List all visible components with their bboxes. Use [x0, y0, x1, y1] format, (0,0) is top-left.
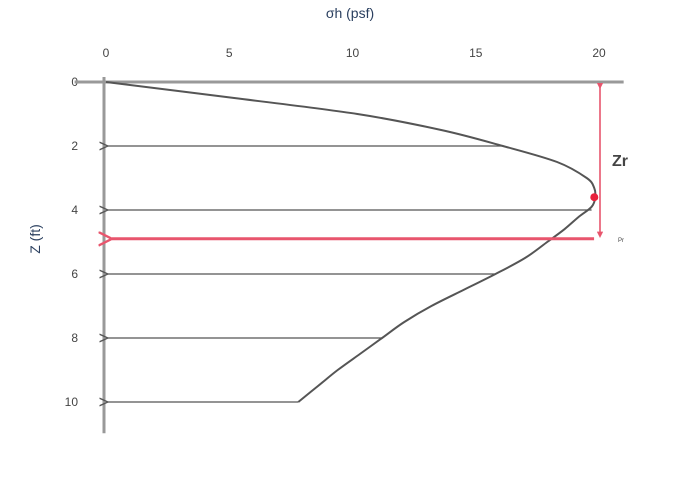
x-axis-title: σh (psf)	[326, 5, 374, 21]
y-tick-label: 2	[71, 139, 78, 153]
y-tick-label: 6	[71, 267, 78, 281]
y-tick-label: 8	[71, 331, 78, 345]
x-tick-label: 10	[346, 46, 360, 60]
x-tick-label: 0	[103, 46, 110, 60]
x-tick-label: 20	[592, 46, 606, 60]
pressure-arrows	[108, 146, 592, 402]
zr-label: Zr	[612, 153, 628, 170]
x-tick-labels: 0 5 10 15 20	[103, 46, 606, 60]
x-tick-label: 5	[226, 46, 233, 60]
y-tick-label: 10	[65, 395, 79, 409]
peak-point	[590, 193, 599, 202]
pr-label: Pr	[618, 238, 624, 244]
x-tick-label: 15	[469, 46, 483, 60]
y-tick-label: 4	[71, 203, 78, 217]
y-axis-title: Z (ft)	[27, 224, 43, 254]
pressure-curve	[105, 81, 597, 403]
